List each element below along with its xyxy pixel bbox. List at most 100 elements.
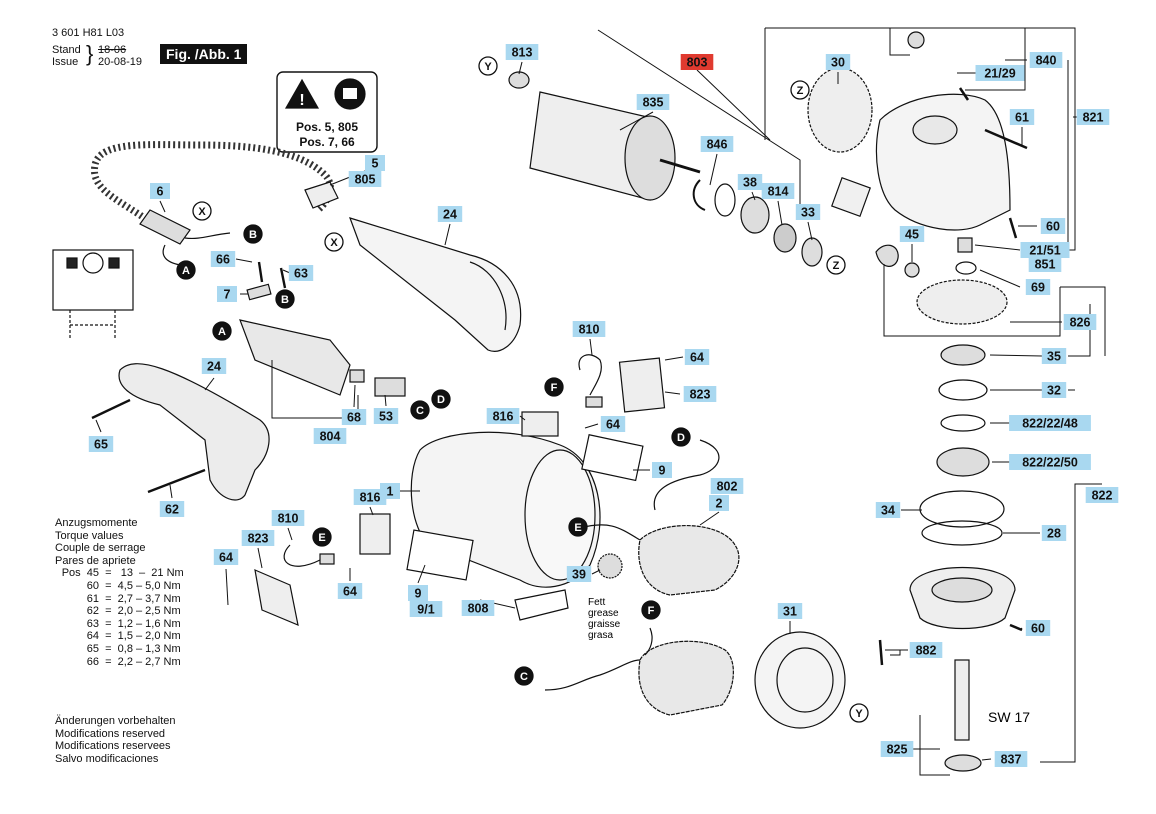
part-label-bg xyxy=(210,251,236,267)
circlip-69 xyxy=(955,261,977,275)
label-9 xyxy=(581,434,644,482)
part-label-7: 7 xyxy=(217,286,237,302)
part-label-34: 34 xyxy=(875,502,901,518)
part-label-32: 32 xyxy=(1041,382,1067,398)
part-label-bg xyxy=(994,751,1028,767)
marker-x-top: X xyxy=(192,201,212,221)
part-label-822-22-50: 822/22/50 xyxy=(1009,454,1091,470)
brush-holder-816 xyxy=(521,411,559,437)
part-label-bg xyxy=(683,386,717,402)
part-label-bg xyxy=(241,530,275,546)
leader-line xyxy=(444,223,451,246)
schematic-coil-left xyxy=(66,257,78,269)
part-label-64-b: 64 xyxy=(600,416,626,432)
part-label-45: 45 xyxy=(899,226,925,242)
exclamation-icon: ! xyxy=(299,92,304,109)
part-label-21-29: 21/29 xyxy=(975,65,1025,81)
leader-line xyxy=(989,354,1043,357)
grease-es: grasa xyxy=(588,630,613,641)
warning-line-2: Pos. 7, 66 xyxy=(299,135,355,149)
part-label-text: 64 xyxy=(606,418,620,432)
marker-letter: Y xyxy=(484,61,492,73)
part-label-bg xyxy=(1028,256,1062,272)
fan-39 xyxy=(597,553,623,579)
marker-letter: D xyxy=(677,432,685,444)
part-label-text: 24 xyxy=(207,360,221,374)
stand-label: Stand xyxy=(52,44,81,56)
part-label-text: 7 xyxy=(224,288,231,302)
marker-letter: Z xyxy=(797,85,804,97)
screw-882 xyxy=(878,639,884,666)
part-label-808: 808 xyxy=(461,600,495,616)
schematic-coil-right xyxy=(108,257,120,269)
part-label-64-c: 64 xyxy=(213,549,239,565)
part-label-bg xyxy=(217,286,237,302)
part-label-813: 813 xyxy=(505,44,539,60)
marker-letter: C xyxy=(520,671,528,683)
marker-f-bottom: F xyxy=(641,600,661,620)
part-label-bg xyxy=(408,585,428,601)
label-808 xyxy=(514,589,569,621)
part-label-24-bottom: 24 xyxy=(201,358,227,374)
flange-bore xyxy=(931,577,993,603)
part-label-bg xyxy=(975,65,1025,81)
cord-wire xyxy=(184,232,231,240)
part-label-text: 9/1 xyxy=(417,603,434,617)
group-bracket xyxy=(890,650,901,656)
part-label-810-top: 810 xyxy=(572,321,606,337)
torque-range: = 13 – 21 Nm xyxy=(99,567,184,580)
marker-letter: D xyxy=(437,394,445,406)
part-label-text: 822/22/50 xyxy=(1022,456,1078,470)
part-label-bg xyxy=(700,136,734,152)
screw-62 xyxy=(147,468,206,494)
leader-line xyxy=(257,547,263,569)
part-label-822: 822 xyxy=(1085,487,1119,503)
marker-circle xyxy=(641,600,661,620)
part-label-bg xyxy=(795,204,821,220)
part-label-bg xyxy=(348,171,382,187)
part-label-846: 846 xyxy=(700,136,734,152)
torque-pos: 64 xyxy=(86,630,99,643)
handle-half-top xyxy=(349,217,522,352)
part-label-825: 825 xyxy=(880,741,914,757)
mods-de: Änderungen vorbehalten xyxy=(55,715,176,727)
part-label-text: 810 xyxy=(278,512,299,526)
part-label-bg xyxy=(1041,348,1067,364)
part-label-text: 35 xyxy=(1047,350,1061,364)
schematic-motor-icon xyxy=(82,252,104,274)
part-label-text: 28 xyxy=(1047,527,1061,541)
group-bracket xyxy=(883,264,1061,337)
part-label-837: 837 xyxy=(994,751,1028,767)
part-label-bg xyxy=(201,358,227,374)
slider-53 xyxy=(374,377,406,397)
part-label-text: 21/29 xyxy=(984,67,1015,81)
part-label-31: 31 xyxy=(777,603,803,619)
group-bracket xyxy=(1060,286,1106,356)
part-label-text: 837 xyxy=(1001,753,1022,767)
warning-box xyxy=(276,71,378,153)
doc-number: 3 601 H81 L03 xyxy=(52,27,125,39)
leader-line xyxy=(287,527,293,541)
part-label-bg xyxy=(710,478,744,494)
part-label-805: 805 xyxy=(348,171,382,187)
part-label-38: 38 xyxy=(737,174,763,190)
part-label-bg xyxy=(680,54,714,70)
part-label-bg xyxy=(409,601,443,617)
marker-circle xyxy=(568,517,588,537)
part-label-text: 53 xyxy=(379,410,393,424)
marker-letter: A xyxy=(218,326,226,338)
torque-row: 66 = 2,2 – 2,7 Nm xyxy=(55,656,184,669)
leader-line xyxy=(518,61,523,75)
torque-range: = 2,2 – 2,7 Nm xyxy=(99,655,181,668)
plug xyxy=(304,181,339,209)
part-label-823-top: 823 xyxy=(683,386,717,402)
part-label-bg xyxy=(353,489,387,505)
part-label-text: 32 xyxy=(1047,384,1061,398)
leader-line xyxy=(664,391,681,395)
torque-notes: Anzugsmomente Torque values Couple de se… xyxy=(55,517,184,668)
marker-circle xyxy=(324,232,344,252)
part-840-cap xyxy=(907,31,925,49)
